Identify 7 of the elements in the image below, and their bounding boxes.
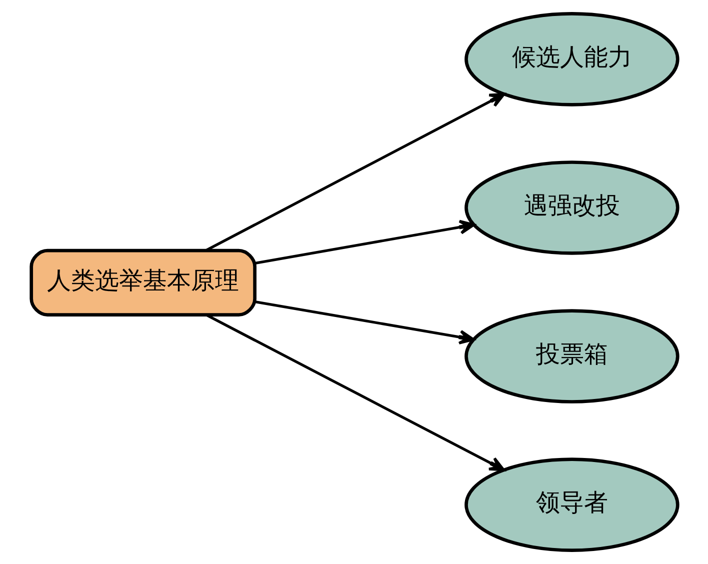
arrow (205, 314, 504, 472)
node-box: 人类选举基本原理 (29, 248, 256, 316)
arrow (254, 300, 474, 344)
arrow (254, 220, 475, 264)
node-ellipse: 遇强改投 (464, 160, 679, 255)
arrow (204, 92, 505, 252)
node-ellipse: 投票箱 (464, 309, 679, 404)
